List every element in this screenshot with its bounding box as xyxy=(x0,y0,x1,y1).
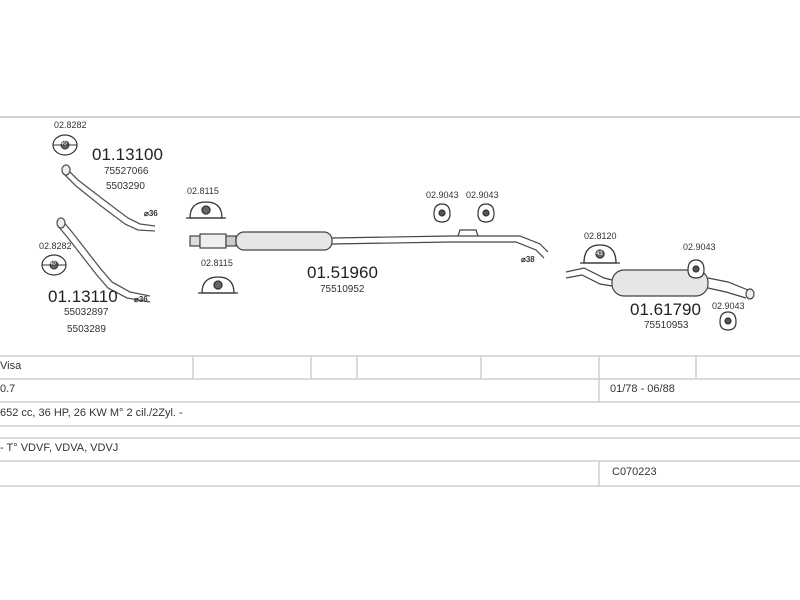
ref-rear-1: 75510953 xyxy=(644,320,689,331)
part-number-front-upper[interactable]: 01.13100 xyxy=(92,145,163,164)
clamp-icon-front-lower xyxy=(41,254,67,276)
ref-middle-1: 75510952 xyxy=(320,284,365,295)
part-number-front-lower[interactable]: 01.13110 xyxy=(48,287,118,306)
ref-front-upper-1: 75527066 xyxy=(104,166,149,177)
clamp-label-middle-bottom: 02.8115 xyxy=(201,258,233,268)
hanger-label-rear-a: 02.9043 xyxy=(683,242,716,252)
hanger-label-middle-b: 02.9043 xyxy=(466,190,499,200)
part-number-rear[interactable]: 01.61790 xyxy=(630,300,701,319)
table-grid xyxy=(0,355,800,487)
table-engine: 0.7 xyxy=(0,383,16,395)
ref-front-lower-2: 5503289 xyxy=(67,324,106,335)
clamp-icon-front-upper xyxy=(52,134,78,156)
front-pipe-lower xyxy=(56,217,151,303)
diameter-front-upper: ⌀36 xyxy=(144,209,158,218)
clamp-badge-front-lower: 40 xyxy=(49,261,56,267)
hanger-icon-middle-a xyxy=(433,203,451,223)
clamp-label-front-upper: 02.8282 xyxy=(54,120,87,130)
ref-front-lower-1: 55032897 xyxy=(64,307,109,318)
rear-silencer xyxy=(565,267,755,300)
hanger-icon-rear-b xyxy=(719,311,737,331)
hanger-label-rear-b: 02.9043 xyxy=(712,301,745,311)
ref-front-upper-2: 5503290 xyxy=(106,181,145,192)
clamp-label-middle-top: 02.8115 xyxy=(187,186,219,196)
clamp-label-front-lower: 02.8282 xyxy=(39,241,72,251)
part-number-middle[interactable]: 01.51960 xyxy=(307,263,378,282)
clamp-icon-middle-bottom xyxy=(198,276,238,294)
table-model: Visa xyxy=(0,360,22,372)
hanger-icon-rear-a xyxy=(687,259,705,279)
clamp-icon-middle-top xyxy=(186,201,226,219)
hanger-label-middle-a: 02.9043 xyxy=(426,190,459,200)
table-years: 01/78 - 06/88 xyxy=(610,383,675,395)
hanger-icon-middle-b xyxy=(477,203,495,223)
clamp-icon-rear xyxy=(580,244,620,264)
table-specs: 652 cc, 36 HP, 26 KW M° 2 cil./2Zyl. - xyxy=(0,407,183,419)
diameter-front-lower: ⌀36 xyxy=(134,295,148,304)
front-pipe-upper xyxy=(61,164,156,232)
clamp-badge-rear: 43 xyxy=(596,251,603,257)
middle-silencer xyxy=(189,229,549,259)
clamp-label-rear: 02.8120 xyxy=(584,231,617,241)
diameter-middle: ⌀38 xyxy=(521,255,535,264)
table-code: C070223 xyxy=(612,466,657,478)
clamp-badge-front-upper: 40 xyxy=(60,141,67,147)
table-types: - T° VDVF, VDVA, VDVJ xyxy=(0,442,119,454)
